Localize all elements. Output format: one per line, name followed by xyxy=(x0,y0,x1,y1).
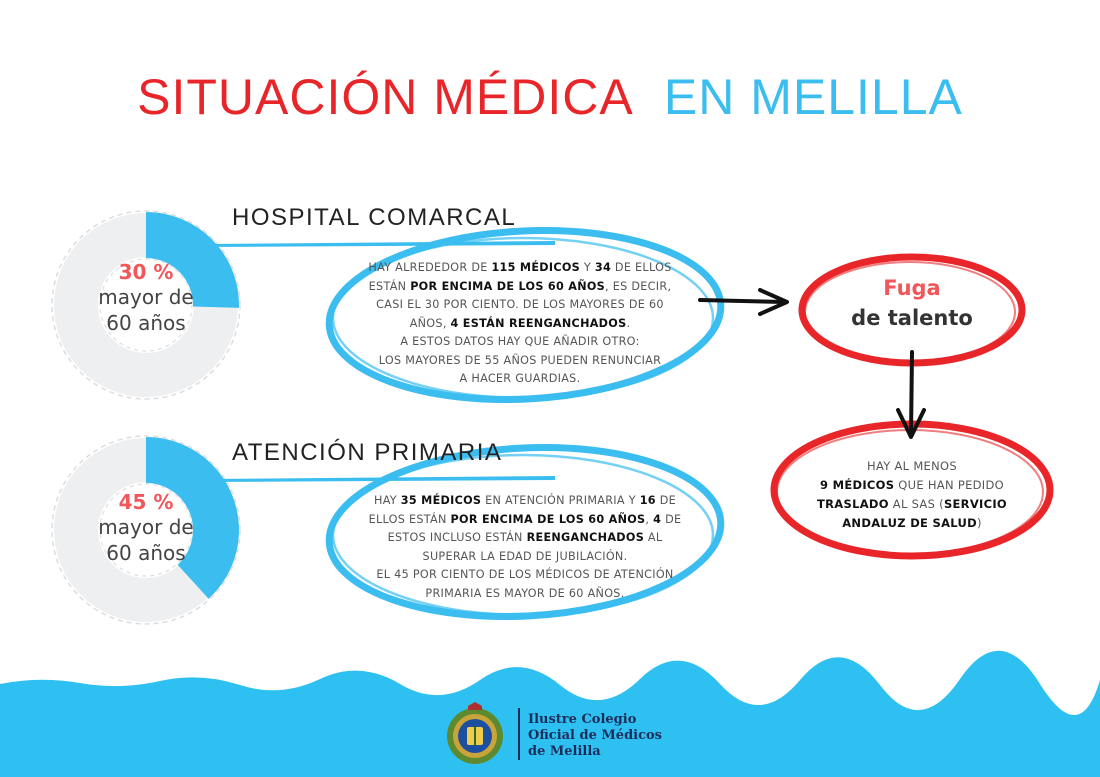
primaria-text: HAY 35 MÉDICOS EN ATENCIÓN PRIMARIA Y 16… xyxy=(335,492,715,603)
t: LOS MAYORES DE 55 AÑOS PUEDEN RENUNCIAR xyxy=(378,353,662,367)
t: 4 xyxy=(653,512,662,526)
t: SUPERAR LA EDAD DE JUBILACIÓN. xyxy=(422,549,628,563)
footer-org-name: Ilustre Colegio Oficial de Médicos de Me… xyxy=(528,712,662,760)
primaria-label-2: 60 años xyxy=(106,541,186,565)
t: POR ENCIMA DE LOS 60 AÑOS xyxy=(450,512,646,526)
t: ESTOS INCLUSO ESTÁN xyxy=(387,531,527,544)
footer-line-3: de Melilla xyxy=(528,744,601,759)
hospital-donut-label: 30 % mayor de 60 años xyxy=(76,260,216,336)
footer-divider xyxy=(518,708,520,760)
t: SERVICIO xyxy=(943,497,1008,511)
fuga-label: Fuga de talento xyxy=(812,276,1012,330)
primaria-label-1: mayor de xyxy=(98,515,194,539)
t: AÑOS, xyxy=(409,316,451,330)
title-blue: EN MELILLA xyxy=(663,69,963,125)
t: 9 MÉDICOS xyxy=(819,478,895,492)
footer-line-1: Ilustre Colegio xyxy=(528,712,637,727)
traslado-text: HAY AL MENOS 9 MÉDICOS QUE HAN PEDIDO TR… xyxy=(782,457,1042,533)
t: ) xyxy=(976,516,982,530)
t: A HACER GUARDIAS. xyxy=(459,372,581,385)
t: 35 MÉDICOS xyxy=(400,494,482,507)
donut-primaria-fill xyxy=(146,437,240,599)
t: ESTÁN xyxy=(368,279,411,293)
t: HAY ALREDEDOR DE xyxy=(368,261,492,274)
primaria-donut-label: 45 % mayor de 60 años xyxy=(76,490,216,566)
t: , ES DECIR, xyxy=(605,279,672,293)
hospital-underline xyxy=(205,241,555,247)
t: QUE HAN PEDIDO xyxy=(894,478,1004,492)
t: Y xyxy=(580,261,595,274)
t: HAY AL MENOS xyxy=(867,459,957,473)
t: EL 45 POR CIENTO DE LOS MÉDICOS DE ATENC… xyxy=(376,568,674,581)
fuga-line-2: de talento xyxy=(851,306,973,330)
title-red: SITUACIÓN MÉDICA xyxy=(137,69,631,125)
hospital-label-1: mayor de xyxy=(98,285,194,309)
t: DE xyxy=(661,512,682,526)
t: PRIMARIA ES MAYOR DE 60 AÑOS. xyxy=(425,586,625,600)
hospital-label-2: 60 años xyxy=(106,311,186,335)
arrow-down-icon xyxy=(896,350,926,439)
t: HAY xyxy=(373,494,401,507)
hospital-heading: HOSPITAL COMARCAL xyxy=(232,204,517,231)
t: 4 ESTÁN REENGANCHADOS xyxy=(450,316,627,330)
t: DE xyxy=(655,494,677,507)
t: REENGANCHADOS xyxy=(526,531,645,544)
t: 16 xyxy=(639,494,656,507)
t: ANDALUZ DE SALUD xyxy=(842,516,977,530)
t: , xyxy=(645,512,654,526)
t: AL xyxy=(644,531,663,544)
t: ELLOS ESTÁN xyxy=(368,512,451,526)
arrow-right-icon xyxy=(698,288,789,316)
t: CASI EL 30 POR CIENTO. DE LOS MAYORES DE… xyxy=(376,298,664,311)
donut-hospital xyxy=(51,210,241,400)
t: . xyxy=(626,316,631,330)
hospital-percent: 30 % xyxy=(118,260,174,284)
t: TRASLADO xyxy=(816,497,889,511)
hospital-text: HAY ALREDEDOR DE 115 MÉDICOS Y 34 DE ELL… xyxy=(340,259,700,389)
t: AL SAS ( xyxy=(888,497,944,511)
donut-hospital-fill xyxy=(146,212,240,308)
footer-line-2: Oficial de Médicos xyxy=(528,728,662,743)
t: DE ELLOS xyxy=(611,261,672,274)
footer-band xyxy=(0,650,1100,777)
t: 34 xyxy=(594,261,612,274)
page-title: SITUACIÓN MÉDICA EN MELILLA xyxy=(0,62,1100,132)
t: 115 MÉDICOS xyxy=(491,261,581,274)
t: POR ENCIMA DE LOS 60 AÑOS xyxy=(410,279,606,293)
primaria-percent: 45 % xyxy=(118,490,174,514)
colegio-logo-icon xyxy=(447,702,503,764)
t: EN ATENCIÓN PRIMARIA Y xyxy=(481,494,640,507)
fuga-line-1: Fuga xyxy=(883,276,941,300)
primaria-heading: ATENCIÓN PRIMARIA xyxy=(232,439,503,466)
t: A ESTOS DATOS HAY QUE AÑADIR OTRO: xyxy=(400,335,640,348)
donut-primaria xyxy=(51,435,241,625)
